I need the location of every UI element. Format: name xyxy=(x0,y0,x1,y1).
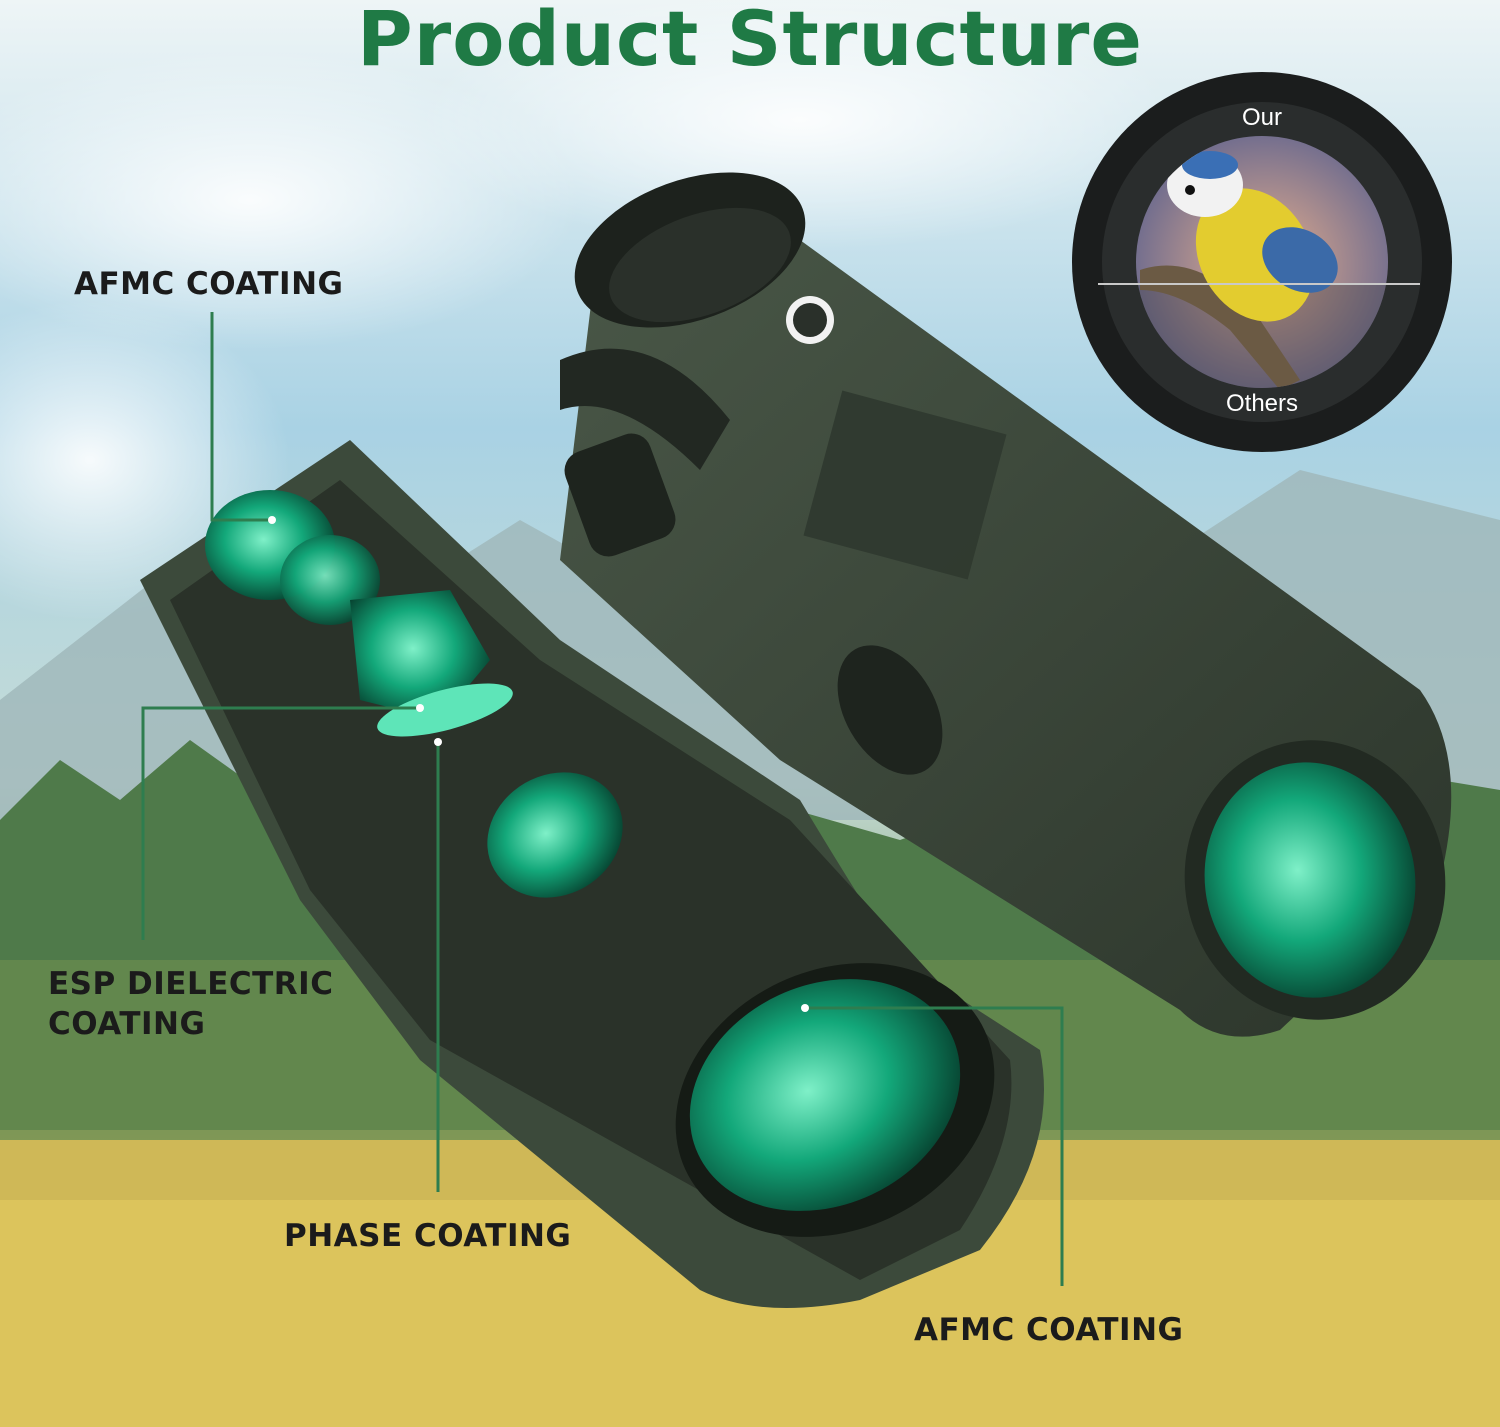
leader-lines xyxy=(141,312,1064,1286)
callout-label: PHASE COATING xyxy=(284,1218,572,1254)
binocular-left-cutaway xyxy=(140,440,1044,1308)
page-title: Product Structure xyxy=(357,0,1143,83)
callout-label: AFMC COATING xyxy=(74,266,344,302)
callout-phase-coating: PHASE COATING xyxy=(284,1216,571,1256)
callout-label-line1: ESP DIELECTRIC xyxy=(48,966,334,1002)
view-comparison-inset xyxy=(1072,72,1452,452)
inset-label-our: Our xyxy=(1241,104,1282,131)
callout-esp-dielectric-coating: ESP DIELECTRIC COATING xyxy=(48,964,333,1044)
callout-afmc-coating-bottom: AFMC COATING xyxy=(914,1310,1184,1350)
inset-label-others: Others xyxy=(1225,390,1299,417)
callout-label-line2: COATING xyxy=(48,1006,206,1042)
focus-wheel xyxy=(560,348,943,775)
callout-label: AFMC COATING xyxy=(914,1312,1184,1348)
binocular-right-barrel xyxy=(560,172,1452,1037)
callout-afmc-coating-top: AFMC COATING xyxy=(74,264,344,304)
